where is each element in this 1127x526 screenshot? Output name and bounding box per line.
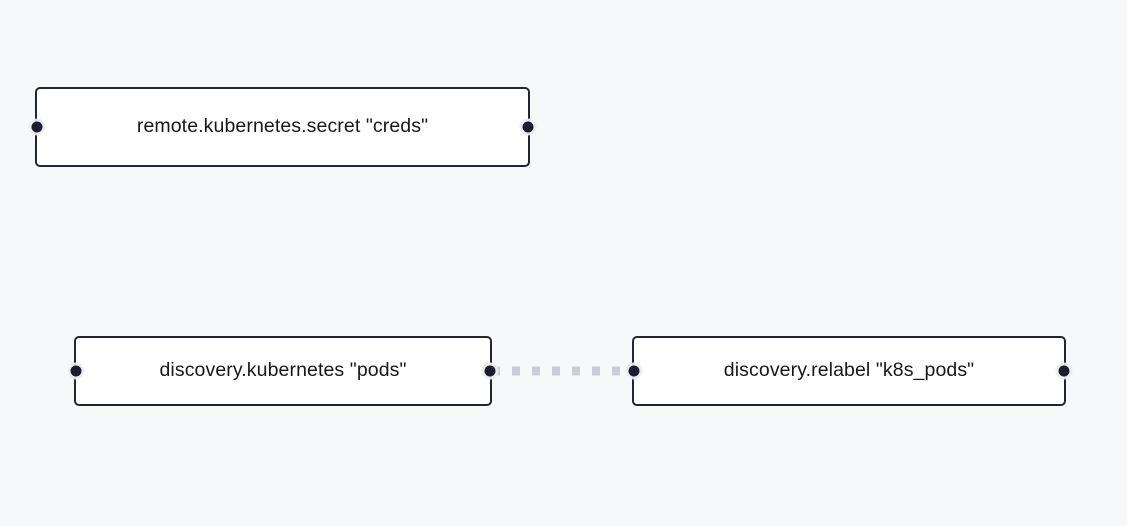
node-discovery-kubernetes-pods[interactable]: discovery.kubernetes "pods" [70, 336, 496, 406]
node-label: discovery.kubernetes "pods" [159, 359, 407, 382]
port-left-discovery-kubernetes-pods[interactable] [70, 365, 82, 377]
port-left-discovery-relabel-k8s-pods[interactable] [628, 365, 640, 377]
node-discovery-relabel-k8s-pods[interactable]: discovery.relabel "k8s_pods" [628, 336, 1070, 406]
port-left-remote-kubernetes-secret-creds[interactable] [31, 121, 43, 133]
node-remote-kubernetes-secret-creds[interactable]: remote.kubernetes.secret "creds" [31, 87, 534, 167]
port-right-remote-kubernetes-secret-creds[interactable] [522, 121, 534, 133]
node-label: remote.kubernetes.secret "creds" [136, 115, 429, 138]
port-right-discovery-relabel-k8s-pods[interactable] [1058, 365, 1070, 377]
port-right-discovery-kubernetes-pods[interactable] [484, 365, 496, 377]
node-label: discovery.relabel "k8s_pods" [723, 359, 975, 382]
